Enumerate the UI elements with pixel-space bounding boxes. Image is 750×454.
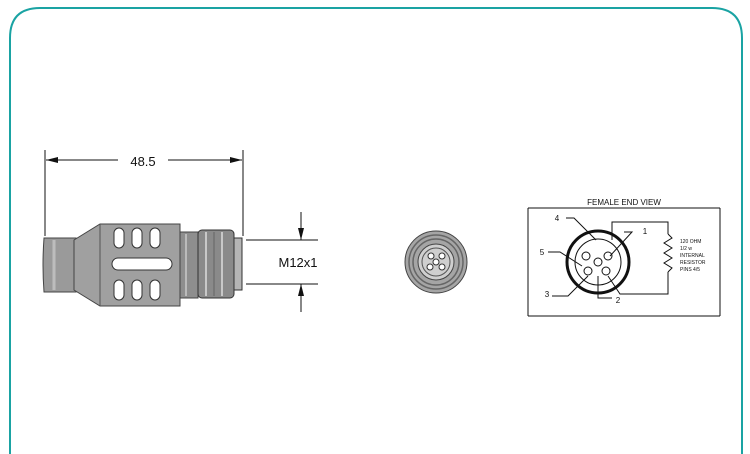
coupling-nut (197, 229, 235, 299)
thread-label: M12x1 (278, 255, 317, 270)
end-view-panel (527, 207, 721, 317)
thread-dimension (246, 212, 318, 312)
connector-side-view (42, 223, 243, 307)
pin-label-4: 4 (555, 214, 560, 223)
svg-text:120 OHM: 120 OHM (680, 239, 701, 245)
svg-text:1/2 w: 1/2 w (680, 246, 692, 252)
pin-label-3: 3 (545, 290, 550, 299)
svg-text:PINS 4/5: PINS 4/5 (680, 267, 700, 273)
length-dimension (44, 150, 244, 236)
resistor-symbol (663, 233, 673, 273)
cable-end (42, 237, 77, 293)
end-view-title: FEMALE END VIEW (587, 198, 661, 207)
pin-label-2: 2 (616, 296, 621, 305)
pin-label-1: 1 (643, 227, 648, 236)
drawing-frame (9, 7, 743, 454)
resistor-note: 120 OHM 1/2 w INTERNAL RESISTOR PINS 4/5 (680, 239, 706, 273)
connector-face-view (404, 230, 468, 294)
svg-text:INTERNAL: INTERNAL (680, 253, 705, 259)
pin-label-5: 5 (540, 248, 545, 257)
grip-slots-bottom (113, 279, 161, 301)
pin-leader-lines (548, 217, 669, 299)
svg-text:RESISTOR: RESISTOR (680, 260, 706, 266)
grip-slots-top (113, 227, 161, 249)
connector-front (233, 237, 243, 291)
grip-slot-center (111, 257, 173, 271)
connector-collar (179, 231, 199, 299)
length-label: 48.5 (130, 154, 155, 169)
